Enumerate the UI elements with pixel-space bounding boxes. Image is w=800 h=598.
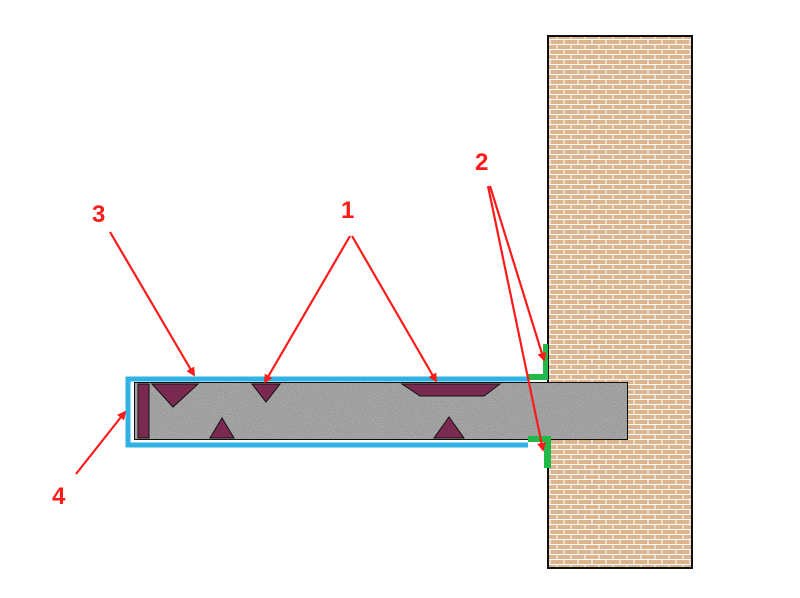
arrow-1a bbox=[264, 235, 351, 384]
void-bottom-left bbox=[209, 417, 235, 439]
arrow-2a bbox=[488, 185, 547, 362]
arrow-1b bbox=[351, 235, 437, 383]
void-top-mid bbox=[250, 383, 282, 403]
sealant bbox=[528, 344, 551, 468]
callout-arrows bbox=[75, 185, 547, 475]
voids bbox=[137, 383, 502, 439]
void-top-left bbox=[150, 383, 200, 408]
brick-wall bbox=[547, 35, 693, 569]
void-top-right bbox=[400, 383, 502, 397]
callout-label-4: 4 bbox=[52, 483, 66, 510]
arrow-3 bbox=[109, 231, 195, 377]
sealant-top-vertical bbox=[543, 344, 548, 380]
void-end bbox=[137, 383, 150, 439]
sealant-bottom-vertical bbox=[544, 436, 551, 468]
callout-label-3: 3 bbox=[92, 201, 105, 228]
sealant-bottom bbox=[528, 436, 548, 442]
arrow-2b bbox=[486, 185, 546, 452]
void-bottom-right bbox=[433, 416, 465, 439]
sealant-top bbox=[528, 374, 548, 380]
arrow-4 bbox=[75, 410, 127, 475]
callout-label-1: 1 bbox=[341, 197, 354, 224]
waterproof-layer bbox=[125, 376, 528, 448]
callout-label-2: 2 bbox=[475, 149, 488, 176]
concrete-slab bbox=[133, 381, 629, 441]
